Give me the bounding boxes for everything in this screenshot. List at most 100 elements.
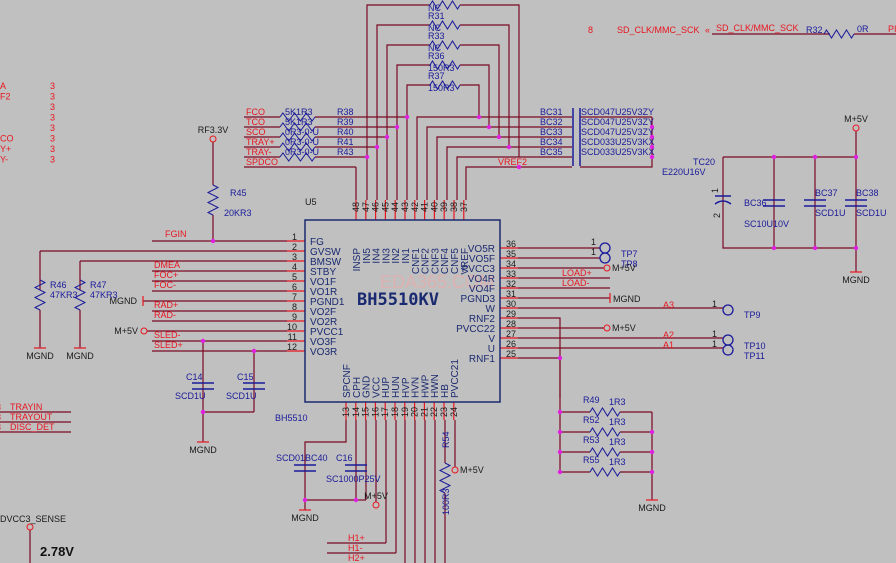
junction-dot: [364, 154, 370, 160]
pin-number: 2: [292, 242, 297, 252]
wire: [416, 116, 572, 200]
pin-name: VO2F: [310, 307, 336, 318]
capacitor-value: SC10U10V: [744, 219, 789, 229]
tp-pin: 1: [712, 299, 717, 309]
pin-number: 8: [292, 302, 297, 312]
tp-ref: TP7: [621, 249, 638, 259]
pin-number: 38: [449, 202, 459, 212]
tp-pin: 1: [712, 329, 717, 339]
net-label: SD_CLK/MMC_SCK: [716, 23, 799, 33]
ground-label: MGND: [110, 296, 138, 306]
wire: [426, 126, 572, 200]
pin-name: GVSW: [310, 247, 341, 258]
sheet-number: 3: [50, 92, 55, 102]
junction-dot: [771, 154, 777, 160]
power-label: M+5V: [612, 323, 636, 333]
junction-dot: [557, 355, 563, 361]
capacitor-ref: BC32: [540, 117, 563, 127]
pin-name: RNF1: [469, 354, 496, 365]
net-label: FOC-: [154, 280, 176, 290]
pin-number: 43: [400, 202, 410, 212]
resistor-symbol: [206, 184, 220, 216]
capacitor-ref: BC33: [540, 127, 563, 137]
pin-number: 11: [288, 332, 297, 342]
pin-number: 26: [506, 339, 516, 349]
junction-dot: [486, 124, 492, 130]
chip-part-number: BH5510KV: [357, 290, 439, 310]
wire: [406, 84, 430, 200]
capacitor-ref: BC38: [856, 188, 879, 198]
test-point-icon: [722, 304, 734, 316]
net-label: FOC+: [154, 270, 178, 280]
pin-name: HWN: [430, 374, 441, 398]
pin-name: VO4R: [468, 274, 495, 285]
pin-name: STBY: [310, 267, 336, 278]
net-label: TRAY-: [246, 147, 272, 157]
off-sheet-label: Y-: [0, 155, 8, 165]
pin-name: VO2R: [310, 317, 337, 328]
pin-number: 7: [292, 292, 297, 302]
wire: [465, 166, 572, 200]
resistor-symbol: [429, 0, 461, 10]
net-label: PI: [888, 24, 896, 34]
junction-dot: [557, 449, 563, 455]
wire: [376, 24, 430, 200]
resistor-symbol: [438, 462, 452, 494]
tp-pin: 1: [712, 339, 717, 349]
resistor-value: 1R3: [609, 397, 626, 407]
wire: [460, 84, 480, 117]
ground-label: MGND: [66, 351, 94, 361]
net-label: DMEA: [154, 260, 180, 270]
junction-dot: [200, 409, 206, 415]
net-label: H1+: [348, 533, 365, 543]
resistor-ref: R49: [583, 395, 600, 405]
junction-dot: [353, 497, 359, 503]
pin-number: 47: [361, 202, 371, 212]
wire: [436, 136, 572, 200]
pin-name: PGND1: [310, 297, 345, 308]
junction-dot: [394, 124, 400, 130]
resistor-ref: R47: [90, 280, 107, 290]
pin-name: HUN: [391, 376, 402, 398]
resistor-symbol: [589, 467, 621, 477]
resistor-ref: R37: [428, 71, 445, 81]
pin-number: 19: [400, 407, 410, 417]
pin-name: IN4: [372, 248, 383, 264]
pin-name: HUP: [381, 377, 392, 398]
pin-number: 14: [351, 407, 361, 417]
pin-number: 31: [506, 289, 516, 299]
net-label: A1: [663, 340, 674, 350]
net-label: VREF2: [498, 157, 527, 167]
junction-dot: [496, 134, 502, 140]
resistor-ref: R31: [428, 11, 445, 21]
pin-number: 23: [439, 407, 449, 417]
junction-dot: [210, 238, 216, 244]
resistor-symbol: [279, 112, 316, 122]
capacitor-ref: BC31: [540, 107, 563, 117]
pin-name: VCC: [371, 377, 382, 398]
pin-name: HVP: [401, 377, 412, 398]
pin-name: PVCC1: [310, 327, 344, 338]
pin-name: INSP: [352, 248, 363, 272]
capacitor-value: SCD033U25V3KX: [581, 147, 655, 157]
pin-number: 24: [449, 407, 459, 417]
ground-label: MGND: [291, 513, 319, 523]
net-label: TRAYIN: [10, 402, 42, 412]
pin-number: 10: [287, 322, 297, 332]
ground-label: MGND: [26, 351, 54, 361]
capacitor-value: SCD1U: [226, 391, 257, 401]
capacitor-value: SCD1U: [815, 208, 846, 218]
wire: [580, 117, 653, 168]
resistor-value: NC: [428, 23, 441, 33]
resistor-value: 5K1R3: [285, 117, 313, 127]
test-point-icon: [722, 344, 734, 356]
sheet-number: 3: [0, 402, 1, 412]
capacitor-value: SCD01: [276, 453, 305, 463]
pin-name: VO5R: [468, 244, 495, 255]
junction-dot: [771, 245, 777, 251]
resistor-symbol: [279, 132, 316, 142]
test-point-icon: [722, 334, 734, 346]
pin-number: 35: [506, 249, 516, 259]
pin-name: IN2: [391, 248, 402, 264]
